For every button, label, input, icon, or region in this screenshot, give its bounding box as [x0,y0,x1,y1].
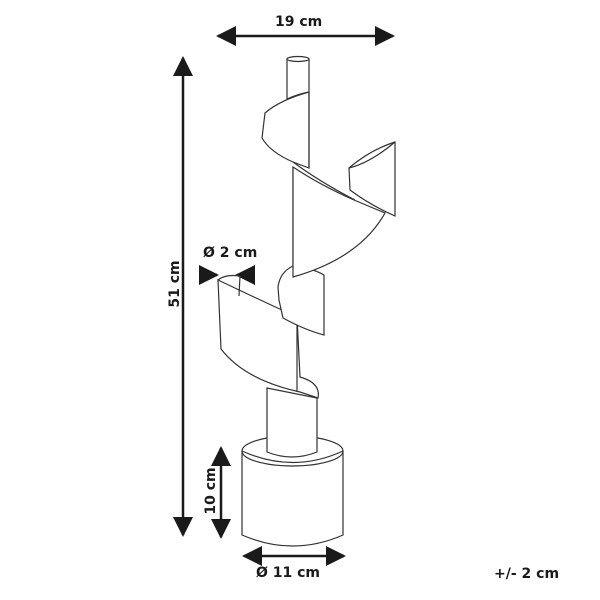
height-label: 51 cm [167,260,183,308]
top-rod [286,55,310,100]
lower-spiral-blade [217,274,319,399]
base-diameter-label: Ø 11 cm [256,565,321,581]
upper-spiral-blade [261,91,356,201]
width-label: 19 cm [275,14,323,30]
tolerance-label: +/- 2 cm [494,566,560,582]
sculpture [217,55,396,547]
lower-rod [266,387,318,458]
middle-spiral-blade [292,165,386,278]
rod-diameter-label: Ø 2 cm [203,245,258,261]
right-cone-blade [348,141,396,217]
base-height-label: 10 cm [203,467,219,515]
